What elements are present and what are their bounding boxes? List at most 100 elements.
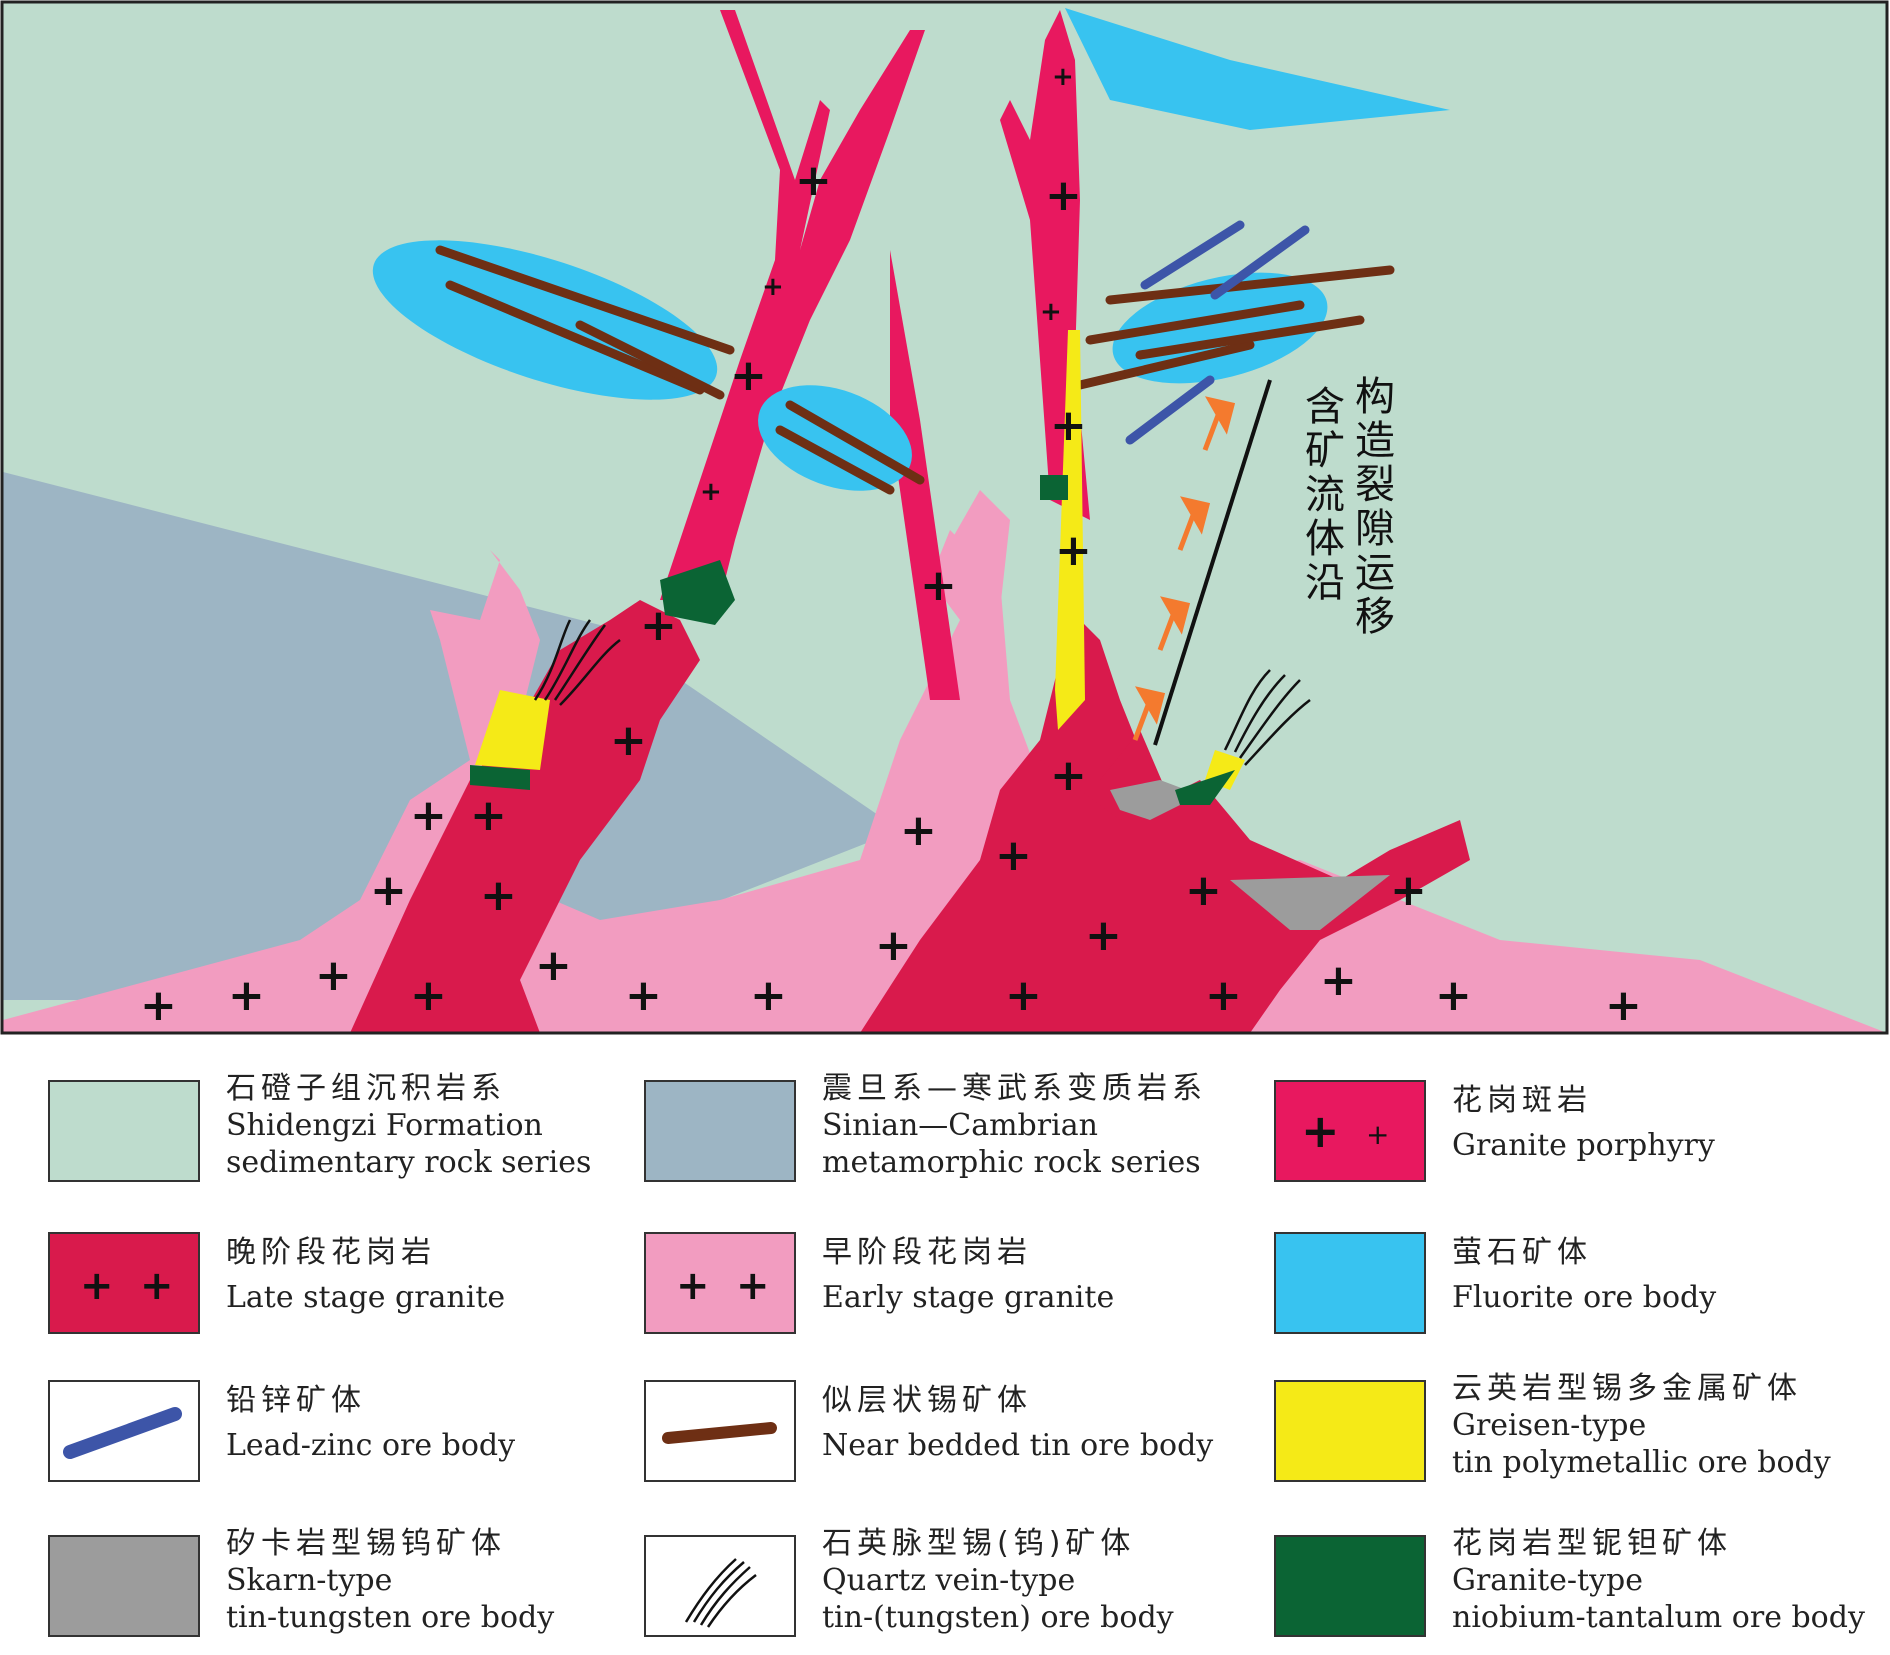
svg-text:+: + — [1040, 297, 1062, 327]
legend-label-en: Granite-type — [1452, 1563, 1644, 1598]
legend-swatch — [644, 1080, 796, 1182]
annotation-char: 造 — [1355, 418, 1395, 464]
legend-label-en: Granite porphyry — [1452, 1128, 1715, 1163]
legend-label-zh: 铅锌矿体 — [226, 1383, 366, 1418]
svg-text:+: + — [1050, 400, 1087, 451]
annotation-char: 移 — [1355, 594, 1395, 640]
legend-label-zh: 震旦系—寒武系变质岩系 — [822, 1071, 1207, 1106]
legend-label-en: Late stage granite — [226, 1280, 506, 1315]
tin-ore-bodies — [435, 245, 1395, 495]
legend-label-en: Shidengzi Formation — [226, 1108, 543, 1143]
legend-swatch — [48, 1080, 200, 1182]
svg-text:+: + — [370, 865, 407, 916]
legend-label-zh: 石磴子组沉积岩系 — [226, 1071, 506, 1106]
svg-text:+: + — [900, 805, 937, 856]
svg-text:+: + — [875, 920, 912, 971]
legend-swatch: ++ — [48, 1232, 200, 1334]
lead-zinc-ore-bodies — [1125, 220, 1310, 445]
svg-text:+: + — [1435, 970, 1472, 1021]
legend-label-en-line2: tin-(tungsten) ore body — [822, 1600, 1174, 1635]
svg-text:+: + — [80, 1263, 114, 1309]
svg-text:+: + — [410, 970, 447, 1021]
legend-swatch — [644, 1535, 796, 1637]
legend-label-zh: 早阶段花岗岩 — [822, 1235, 1032, 1270]
svg-text:+: + — [1605, 980, 1642, 1031]
quartz-veins — [533, 619, 1311, 766]
svg-text:+: + — [1085, 910, 1122, 961]
legend-swatch — [1274, 1380, 1426, 1482]
annotation-char: 矿 — [1305, 428, 1345, 474]
svg-text:+: + — [995, 830, 1032, 881]
diagram-border — [0, 0, 1889, 1035]
legend-label-en: Skarn-type — [226, 1563, 393, 1598]
svg-text:+: + — [730, 350, 767, 401]
svg-text:+: + — [410, 790, 447, 841]
legend-label-en-line2: tin-tungsten ore body — [226, 1600, 555, 1635]
svg-text:+: + — [750, 970, 787, 1021]
svg-text:+: + — [1366, 1118, 1389, 1151]
legend-swatch: ++ — [1274, 1080, 1426, 1182]
fracture-line — [1153, 379, 1272, 746]
svg-text:+: + — [762, 272, 784, 302]
legend-label-en: Greisen-type — [1452, 1408, 1647, 1443]
metamorphic-rock-area — [3, 472, 900, 1000]
annotation-char: 体 — [1305, 516, 1345, 562]
legend-swatch — [48, 1380, 200, 1482]
legend-label-en-line2: niobium-tantalum ore body — [1452, 1600, 1865, 1635]
legend-label-zh: 石英脉型锡(钨)矿体 — [822, 1526, 1136, 1561]
legend-text: 萤石矿体 Fluorite ore body — [1452, 1234, 1716, 1316]
svg-text:+: + — [1045, 170, 1082, 221]
legend-label-en: Sinian—Cambrian — [822, 1108, 1098, 1143]
geological-cross-section: +++ +++ +++ +++ +++ +++ +++ +++ +++ +++ … — [0, 0, 1889, 1035]
legend-label-zh: 矽卡岩型锡钨矿体 — [226, 1526, 506, 1561]
legend-label-zh: 萤石矿体 — [1452, 1235, 1592, 1270]
legend-item: 萤石矿体 Fluorite ore body — [1266, 1222, 1856, 1352]
svg-text:+: + — [1052, 62, 1074, 92]
legend-swatch: ++ — [644, 1232, 796, 1334]
svg-text:+: + — [535, 940, 572, 991]
legend-item: 铅锌矿体 Lead-zinc ore body — [40, 1370, 630, 1500]
annotation-char: 隙 — [1355, 506, 1395, 552]
svg-text:+: + — [1205, 970, 1242, 1021]
granite-plus-signs: +++ +++ +++ +++ +++ +++ +++ +++ +++ +++ … — [140, 62, 1642, 1031]
legend-label-en-line2: metamorphic rock series — [822, 1145, 1201, 1180]
svg-text:+: + — [625, 970, 662, 1021]
legend-swatch — [1274, 1232, 1426, 1334]
legend-label-en-line2: tin polymetallic ore body — [1452, 1445, 1831, 1480]
svg-text:+: + — [676, 1263, 710, 1309]
svg-text:+: + — [315, 950, 352, 1001]
svg-text:+: + — [640, 600, 677, 651]
svg-text:+: + — [470, 790, 507, 841]
annotation-char: 含 — [1305, 384, 1345, 430]
annotation-char: 流 — [1305, 472, 1345, 518]
svg-text:+: + — [140, 980, 177, 1031]
svg-text:+: + — [1005, 970, 1042, 1021]
svg-text:+: + — [1390, 865, 1427, 916]
svg-text:+: + — [1055, 525, 1092, 576]
annotation-char: 构 — [1355, 374, 1395, 420]
svg-text:+: + — [1050, 750, 1087, 801]
svg-text:+: + — [1301, 1104, 1340, 1158]
svg-text:+: + — [1320, 955, 1357, 1006]
legend-label-en: Early stage granite — [822, 1280, 1115, 1315]
legend-label-en: Quartz vein-type — [822, 1563, 1076, 1598]
legend-label-en: Lead-zinc ore body — [226, 1428, 516, 1463]
legend-swatch — [644, 1380, 796, 1482]
nb-ta-ore-bodies — [470, 475, 1235, 805]
svg-text:+: + — [480, 870, 517, 921]
legend-label-en: Fluorite ore body — [1452, 1280, 1717, 1315]
svg-text:+: + — [140, 1263, 174, 1309]
svg-text:+: + — [736, 1263, 770, 1309]
